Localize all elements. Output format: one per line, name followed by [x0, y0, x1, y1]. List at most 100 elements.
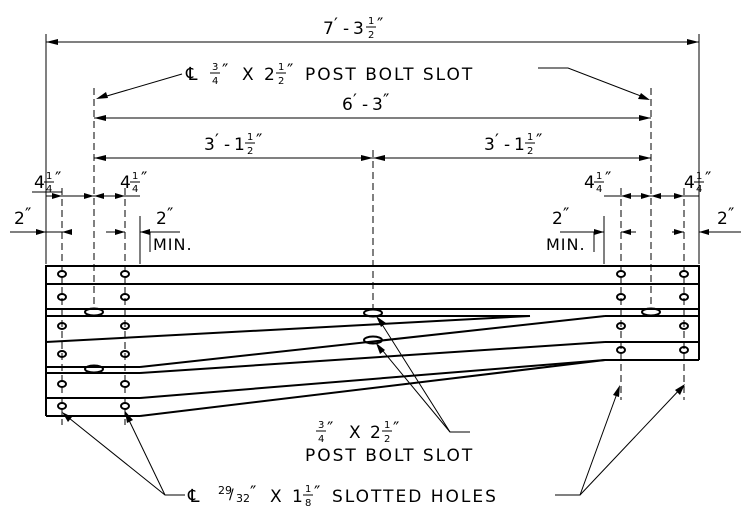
top-times: X: [242, 65, 254, 85]
min-right-label: MIN.: [546, 235, 586, 254]
span-foot-mark: ′: [353, 91, 357, 111]
q-left-a-num: 1: [46, 171, 52, 182]
top-whole: 2: [264, 65, 275, 85]
overall-frac-num: 1: [368, 16, 374, 27]
half-left-dash: -: [224, 135, 230, 155]
half-right-frac-den: 2: [527, 146, 533, 157]
leader-bottom-left-1: [63, 413, 185, 496]
min-left-value: 2: [156, 209, 167, 229]
arrowhead: [84, 193, 94, 199]
arrowhead: [376, 316, 386, 327]
leader-mid-lower: [377, 344, 451, 433]
half-left-foot-mark: ′: [215, 131, 219, 151]
slotted-frac-num: 1: [305, 484, 311, 495]
top-frac-num: 1: [278, 62, 284, 73]
slotted-centerline-symbol: ℄: [187, 486, 200, 507]
overall-dash: -: [343, 19, 349, 39]
arrowhead: [94, 193, 104, 199]
slot-span-label: 6 ′ - 3 ″: [342, 91, 389, 115]
arrowhead: [613, 385, 620, 397]
q-left-a-whole: 4: [34, 173, 45, 193]
post-bolt-slot: [363, 335, 383, 345]
arrowhead: [651, 193, 661, 199]
top-frac-den: 2: [278, 76, 284, 87]
arrowhead: [373, 155, 385, 161]
q-left-a-den: 4: [46, 184, 52, 195]
extension-lines: [45, 34, 700, 425]
post-bolt-slot: [363, 308, 383, 318]
min-left-label: MIN.: [153, 235, 193, 254]
centerline-symbol: ℄: [185, 64, 198, 85]
arrowhead: [594, 229, 604, 235]
arrowhead: [639, 115, 651, 121]
post-bolt-slot: [641, 307, 661, 317]
q-right-b-mark: ″: [705, 169, 711, 189]
arrowhead: [641, 193, 651, 199]
q-left-b-num: 1: [132, 171, 138, 182]
arrowhead: [62, 229, 72, 235]
post-bolt-top-callout: ℄ 3 4 ″ X 2 1 2 ″ POST BOLT SLOT: [185, 61, 474, 87]
slotted-holes-callout: ℄ 29 / 32 ″ X 1 1 8 ″ SLOTTED HOLES: [187, 483, 496, 509]
top-inch-mark-1: ″: [222, 61, 228, 81]
slotted-inch-mark-2: ″: [314, 483, 320, 503]
mid-frac-den: 2: [384, 434, 390, 445]
span-inches: 3: [372, 95, 383, 115]
leaders: [62, 67, 685, 496]
half-left-frac-num: 1: [247, 132, 253, 143]
taper-diagonal-right-2: [139, 341, 606, 374]
edge-right-value: 2: [717, 209, 728, 229]
edge-left-value: 2: [14, 209, 25, 229]
arrowhead: [46, 39, 58, 45]
top-slot-text: POST BOLT SLOT: [305, 65, 474, 85]
arrowhead: [621, 229, 631, 235]
top-inch-mark-2: ″: [287, 61, 293, 81]
span-inch-mark: ″: [383, 91, 389, 111]
slotted-frac-den: 8: [305, 498, 311, 509]
arrowhead: [361, 155, 373, 161]
arrowhead: [699, 229, 709, 235]
overall-inches: 3: [353, 19, 364, 39]
edge-right-mark: ″: [728, 205, 734, 225]
arrowhead: [639, 155, 651, 161]
arrowhead: [94, 155, 106, 161]
half-right-inch-mark: ″: [536, 131, 542, 151]
q-right-a-whole: 4: [584, 173, 595, 193]
post-bolt-slot: [84, 307, 104, 317]
q-right-a-num: 1: [596, 171, 602, 182]
half-left-frac-den: 2: [247, 146, 253, 157]
arrowhead: [94, 115, 106, 121]
arrowhead: [140, 229, 150, 235]
arrowhead: [62, 412, 72, 422]
span-dash: -: [362, 95, 368, 115]
min-left-mark: ″: [167, 205, 173, 225]
edge-left-mark: ″: [25, 205, 31, 225]
mid-inch-mark-2: ″: [393, 419, 399, 439]
q-right-b-whole: 4: [684, 173, 695, 193]
arrowhead: [621, 193, 631, 199]
min-right-value: 2: [552, 209, 563, 229]
top-den: 4: [212, 76, 218, 87]
post-bolt-mid-callout: 3 4 ″ X 2 1 2 ″ POST BOLT SLOT: [305, 419, 472, 466]
half-left-inches: 1: [234, 135, 245, 155]
half-left-inch-mark: ″: [256, 131, 262, 151]
min-right-mark: ″: [563, 205, 569, 225]
mid-times: X: [349, 423, 361, 443]
overall-foot-mark: ′: [334, 15, 338, 35]
slotted-den: 32: [236, 492, 250, 505]
arrowhead: [638, 93, 650, 100]
q-right-a-mark: ″: [605, 169, 611, 189]
small-dim-labels: 4 1 4 ″ 4 1 4 ″ 4 1 4 ″ 4 1 4 ″ 2 ″ 2 ″ …: [14, 169, 734, 254]
arrowhead: [674, 193, 684, 199]
span-feet: 6: [342, 95, 353, 115]
half-left-feet: 3: [204, 135, 215, 155]
arrowhead: [687, 39, 699, 45]
mid-whole: 2: [370, 423, 381, 443]
arrowhead: [674, 229, 684, 235]
slotted-whole: 1: [292, 487, 303, 507]
q-right-b-den: 4: [696, 184, 702, 195]
mid-inch-mark-1: ″: [327, 419, 333, 439]
taper-diagonal-left: [45, 315, 531, 343]
dimension-lines: [10, 39, 741, 264]
taper-diagonal-bottom: [139, 359, 606, 399]
